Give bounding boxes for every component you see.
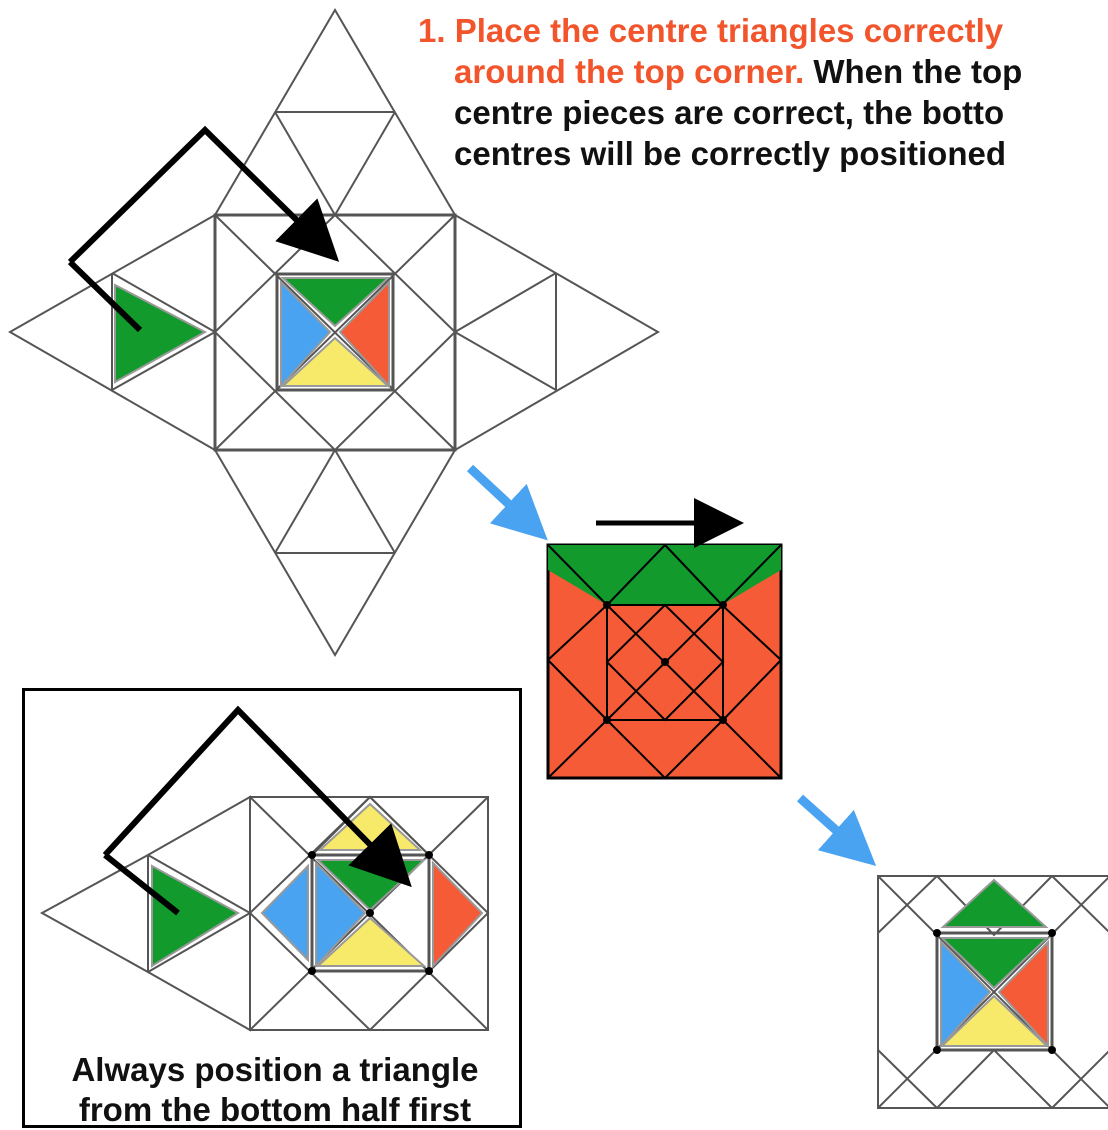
instruction-text: 1. Place the centre triangles correctly … bbox=[418, 10, 1108, 174]
green-piece bbox=[280, 277, 391, 328]
tip-text: Always position a triangle from the bott… bbox=[30, 1050, 520, 1130]
example-net-bottom-left bbox=[39, 795, 490, 1032]
instruction-body-2: centre pieces are correct, the botto bbox=[454, 94, 1005, 131]
blue-piece bbox=[280, 279, 332, 389]
move-arrow-top bbox=[67, 125, 340, 265]
step-title-cont: around the top corner. bbox=[454, 53, 805, 90]
green-left-piece bbox=[114, 283, 208, 384]
bottom-right-pieces bbox=[933, 878, 1056, 1054]
step-arrow-2 bbox=[797, 794, 877, 866]
net1-centre-pieces bbox=[114, 277, 391, 389]
face-diagram-bottom-right bbox=[877, 875, 1108, 1109]
face-diagram-middle bbox=[546, 543, 783, 780]
step-arrow-1 bbox=[466, 464, 548, 541]
tip-line-2: from the bottom half first bbox=[78, 1091, 472, 1128]
move-arrow-example bbox=[102, 705, 412, 888]
instruction-body-3: centres will be correctly positioned bbox=[454, 135, 1006, 172]
orange-piece bbox=[338, 279, 390, 389]
step-title: 1. Place the centre triangles correctly bbox=[418, 12, 1004, 49]
instruction-body-1: When the top bbox=[804, 53, 1023, 90]
tip-line-1: Always position a triangle bbox=[71, 1051, 479, 1088]
yellow-piece bbox=[280, 336, 391, 387]
net-diagram-top bbox=[7, 8, 660, 657]
